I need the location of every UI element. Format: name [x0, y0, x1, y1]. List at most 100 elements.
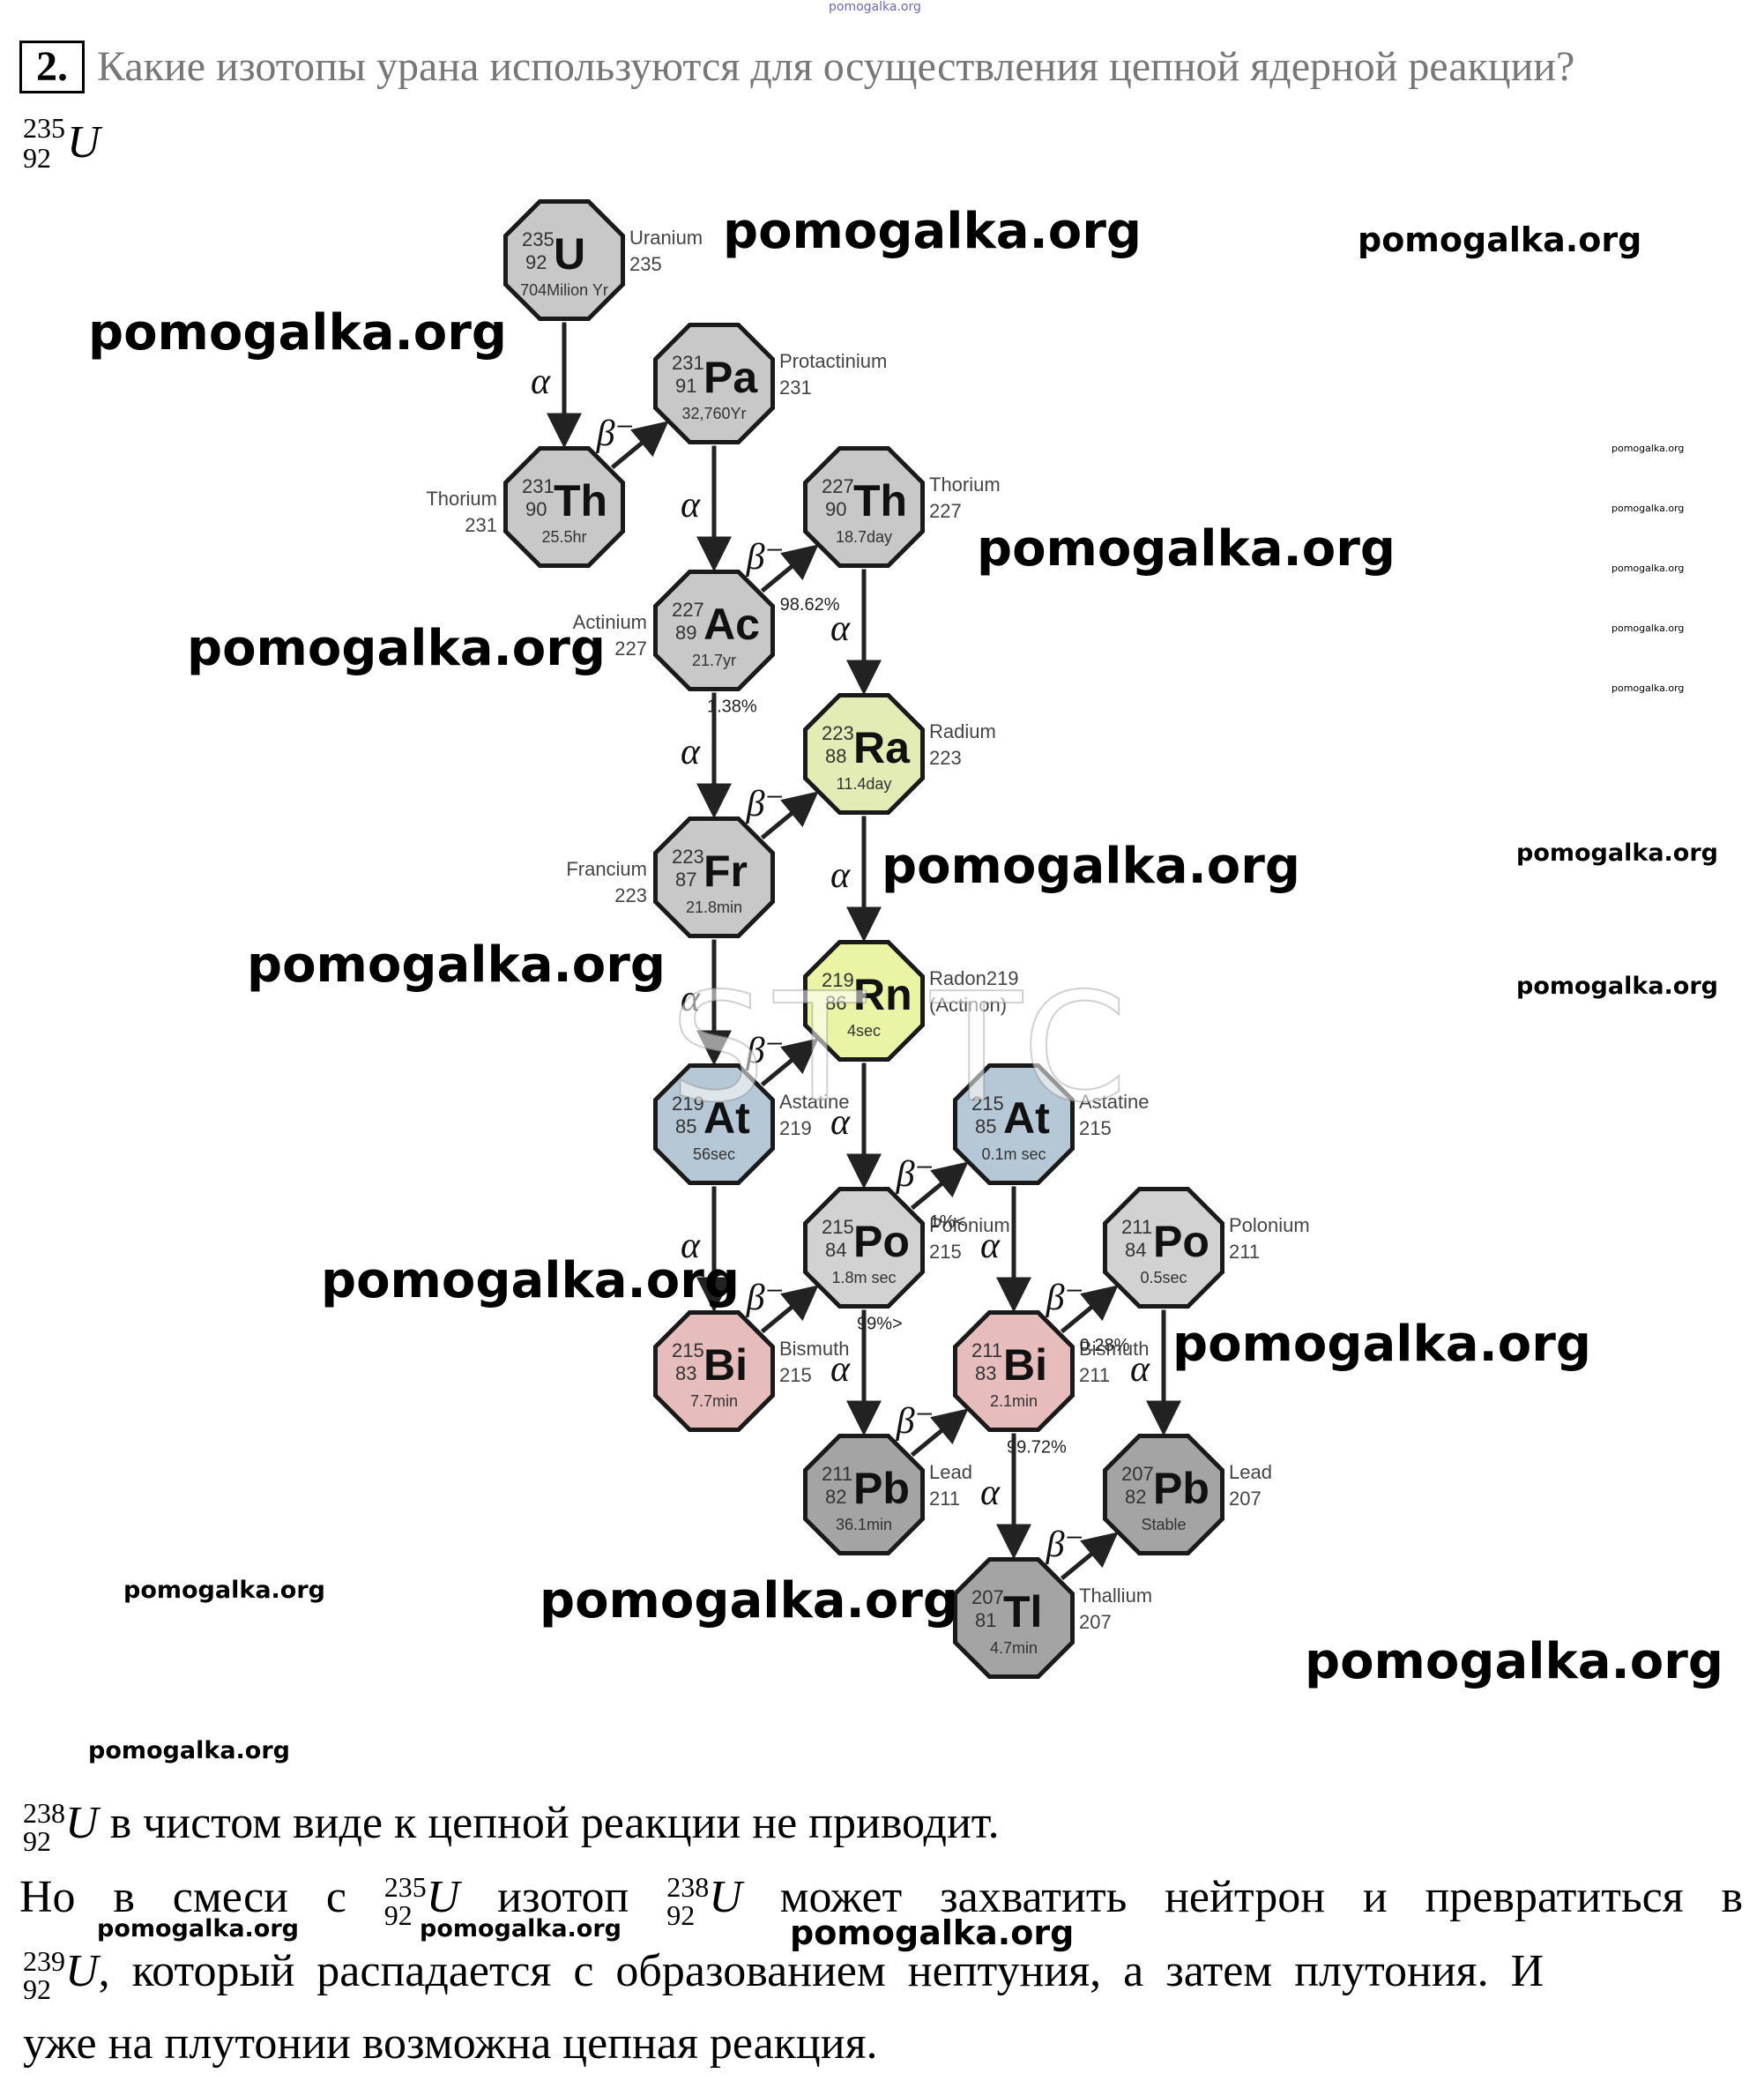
- decay-arrow: [1060, 1532, 1119, 1581]
- nuclide-symbol: Bi: [703, 1340, 748, 1390]
- watermark: pomogalka.org: [882, 838, 1300, 895]
- alpha-decay-label: α: [980, 1226, 1001, 1266]
- isotope-symbol: U: [65, 1798, 99, 1848]
- nuclide-name-number: 231: [779, 377, 812, 399]
- line-text: изотоп: [497, 1872, 629, 1922]
- watermark: pomogalka.org: [88, 304, 507, 362]
- isotope-symbol: U: [426, 1872, 460, 1922]
- nuclide-octagon: [1103, 1187, 1224, 1309]
- watermark: pomogalka.org: [1611, 682, 1685, 694]
- nuclide-octagon: [653, 323, 775, 444]
- decay-arrow: [610, 421, 669, 470]
- beta-decay-label: β⁻: [746, 1031, 785, 1071]
- branch-percent: 1.38%: [707, 697, 757, 717]
- isotope-atomic-number: 92: [23, 1973, 51, 2006]
- nuclide-half-life: 4.7min: [990, 1639, 1038, 1657]
- task-question: Какие изотопы урана используются для осу…: [97, 43, 1575, 90]
- alpha-decay-label: α: [830, 855, 851, 896]
- watermark: pomogalka.org: [1358, 220, 1642, 259]
- nuclide-name: Francium: [566, 858, 647, 880]
- nuclide-half-life: 4sec: [847, 1022, 881, 1040]
- nuclide-mass: 207: [1121, 1463, 1154, 1485]
- nuclide-name: Uranium: [629, 227, 703, 249]
- nuclide-symbol: Ac: [703, 600, 760, 649]
- nuclide-name: Protactinium: [779, 350, 887, 372]
- nuclide-atomic-number: 81: [975, 1609, 996, 1631]
- watermark: pomogalka.org: [123, 1577, 325, 1604]
- nuclide-name-number: 231: [465, 514, 497, 536]
- nuclide-octagon: [953, 1063, 1075, 1185]
- nuclide-half-life: 32,760Yr: [681, 405, 746, 422]
- nuclide-symbol: Th: [853, 476, 907, 526]
- task-number: 2.: [19, 41, 85, 93]
- nuclide-name: Polonium: [1229, 1214, 1310, 1236]
- nuclide-symbol: Tl: [1003, 1587, 1042, 1637]
- line-text: Но в смеси с: [19, 1872, 346, 1922]
- nuclide-octagon: [1103, 1434, 1224, 1555]
- watermark: pomogalka.org: [723, 203, 1142, 260]
- nuclide-half-life: 704Milion Yr: [520, 281, 608, 299]
- nuclide-mass: 215: [971, 1092, 1004, 1115]
- nuclide-mass: 227: [822, 475, 854, 497]
- nuclide-name-number: 235: [629, 253, 662, 275]
- nuclide-mass: 211: [822, 1463, 852, 1485]
- watermark: pomogalka.org: [1611, 563, 1685, 574]
- nuclide-symbol: U: [554, 229, 585, 279]
- watermark: pomogalka.org: [420, 1915, 621, 1943]
- isotope-mass: 235: [383, 1871, 427, 1904]
- nuclide-half-life: 11.4day: [837, 775, 892, 793]
- nuclide-name: Polonium: [929, 1214, 1010, 1236]
- beta-decay-label: β⁻: [596, 414, 635, 454]
- alpha-decay-label: α: [681, 732, 701, 772]
- nuclide-name: Actinium: [573, 611, 647, 633]
- nuclide-atomic-number: 92: [525, 251, 547, 273]
- nuclide-octagon: [803, 693, 925, 815]
- watermark: pomogalka.org: [1516, 839, 1718, 867]
- isotope-mass: 238: [666, 1871, 710, 1904]
- decay-arrow: [760, 1285, 819, 1334]
- nuclide-half-life: 18.7day: [836, 528, 892, 546]
- isotope-symbol: U: [67, 117, 100, 168]
- line-text: , который распадается с образованием неп…: [98, 1946, 1544, 1996]
- nuclide-name-number: 215: [779, 1364, 812, 1386]
- isotope-atomic-number: 92: [383, 1899, 413, 1932]
- nuclide-name-number: 211: [1229, 1241, 1260, 1263]
- nuclide-atomic-number: 88: [825, 745, 846, 767]
- nuclide-octagon: [653, 1310, 775, 1432]
- isotope-mass: 238: [23, 1797, 65, 1830]
- alpha-decay-label: α: [1130, 1349, 1150, 1390]
- nuclide-mass: 227: [672, 599, 704, 621]
- alpha-decay-label: α: [531, 362, 551, 402]
- watermark: pomogalka.org: [540, 1572, 958, 1629]
- paragraph-line-4: уже на плутонии возможна цепная реакция.: [23, 2018, 878, 2069]
- nuclide-atomic-number: 84: [825, 1239, 846, 1261]
- watermark: pomogalka.org: [247, 936, 666, 994]
- beta-decay-label: β⁻: [1046, 1278, 1084, 1318]
- nuclide-symbol: At: [1003, 1093, 1050, 1143]
- nuclide-atomic-number: 86: [825, 992, 846, 1014]
- nuclide-name-number: 223: [614, 884, 647, 906]
- beta-decay-label: β⁻: [746, 784, 785, 824]
- decay-arrow: [1060, 1285, 1119, 1334]
- isotope-atomic-number: 92: [23, 1825, 51, 1858]
- nuclide-mass: 215: [672, 1339, 704, 1361]
- nuclide-name-number: 215: [1079, 1117, 1112, 1139]
- nuclide-symbol: Pb: [853, 1464, 910, 1513]
- nuclide-name: Bismuth: [1079, 1338, 1149, 1360]
- alpha-decay-label: α: [830, 608, 851, 649]
- nuclide-mass: 219: [822, 969, 854, 991]
